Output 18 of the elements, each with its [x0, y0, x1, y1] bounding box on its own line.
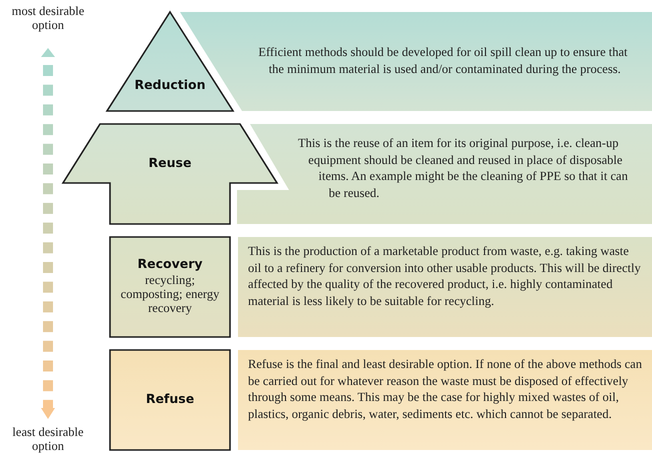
stage-label: Refuse: [144, 391, 196, 406]
stage-label: Reduction: [133, 77, 207, 92]
triangle-shape: [106, 11, 234, 112]
arrow-shape: [62, 123, 278, 225]
text-panel: [237, 124, 652, 224]
process-box: [109, 236, 231, 338]
text-panel: [238, 350, 652, 450]
axis-label: most desirable option: [10, 4, 86, 32]
stage-examples: recycling; composting; energy recovery: [120, 273, 220, 315]
description-text: Refuse is the final and least desirable option. If none of the above methods can be carried out for whatever reason the waste must be disposed of effectively through some means. This may be the case for highly mixed wastes of oil, plastics, organic debris, water, sediments etc. which cannot be separated.: [248, 356, 642, 422]
stage-label: Recovery: [136, 256, 204, 271]
text-panel: [238, 237, 652, 337]
axis-label: least desirable option: [11, 425, 85, 453]
description-text: Efficient methods should be developed for oil spill clean up to ensure that the minimum material is used and/or contaminated during the process.: [257, 44, 628, 77]
stage-label: Reuse: [148, 155, 192, 170]
description-text: This is the production of a marketable product from waste, e.g. taking waste oil to a refinery for conversion into other usable products. This will be directly affected by the quality of the recovered product, i.e. highly contaminated material is less likely to be suitable for recycling.: [248, 243, 642, 309]
process-box: [109, 349, 231, 451]
description-text: This is the reuse of an item for its original purpose, i.e. clean-up equipment should be cleaned and reused in place of disposable items. An example might be the cleaning of PPE so that it can be reused.: [297, 135, 629, 201]
